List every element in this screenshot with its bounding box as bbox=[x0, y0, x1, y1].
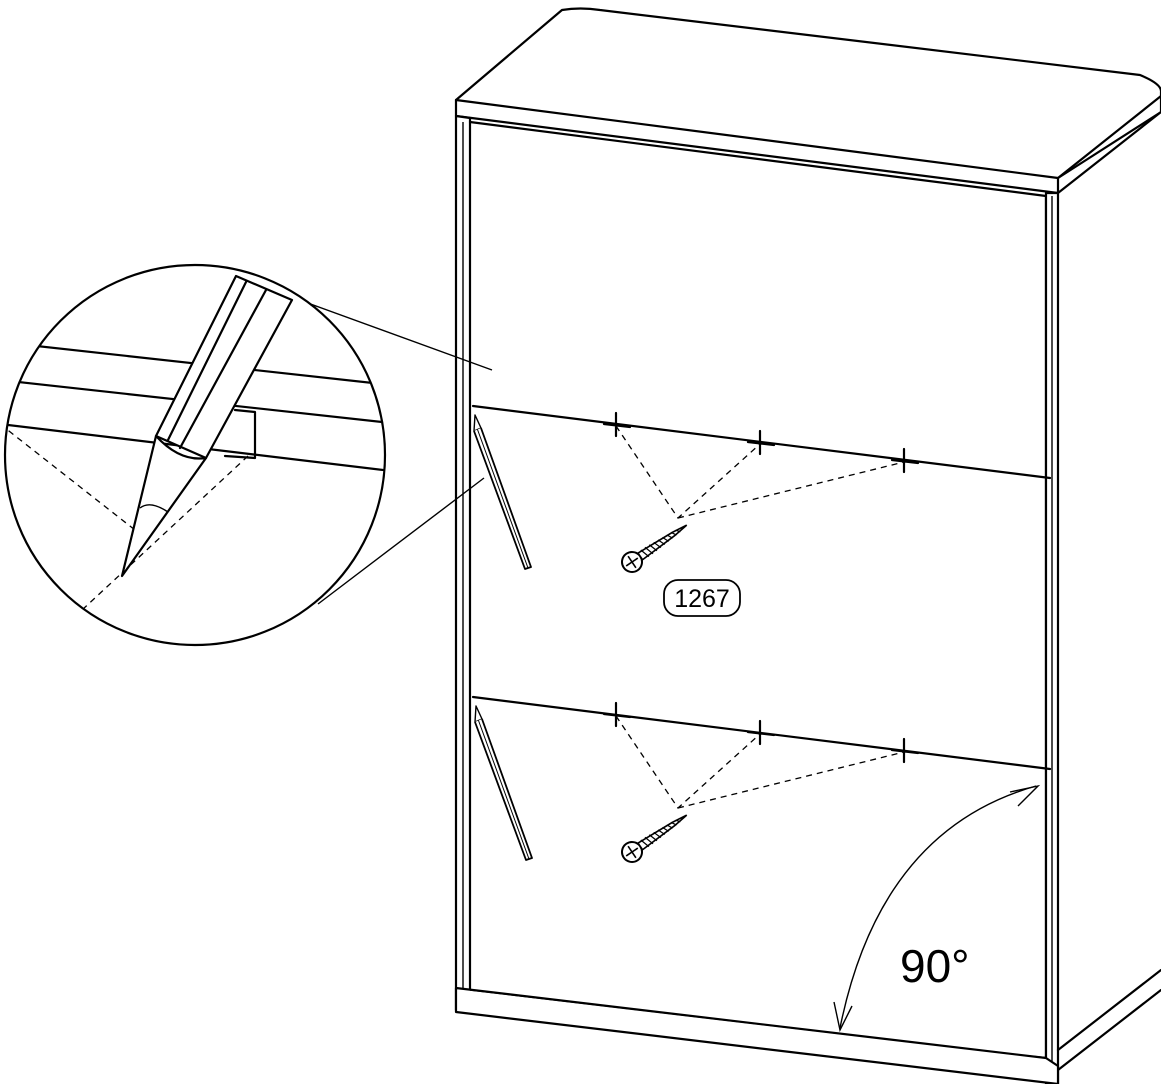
cabinet-top-panel bbox=[454, 7, 1161, 195]
part-number-callout: 1267 bbox=[663, 579, 741, 617]
lower-drill-marks bbox=[602, 701, 920, 764]
pencil-icon bbox=[473, 414, 532, 570]
marking-lines bbox=[471, 404, 1052, 771]
cabinet bbox=[454, 7, 1161, 1086]
cabinet-right-side bbox=[1056, 110, 1161, 1072]
right-angle-indicator: 90° bbox=[833, 784, 1041, 1033]
screw-icon bbox=[617, 515, 694, 577]
cabinet-bottom-panel bbox=[454, 986, 1060, 1086]
part-number-label: 1267 bbox=[674, 585, 730, 613]
pencil-icon bbox=[474, 705, 533, 861]
screw-icon bbox=[617, 805, 694, 867]
angle-label: 90° bbox=[900, 940, 970, 992]
upper-drill-marks bbox=[602, 411, 920, 474]
back-panel bbox=[468, 120, 1048, 1060]
lower-guide-lines bbox=[615, 715, 905, 809]
detail-magnifier-icon bbox=[3, 263, 387, 647]
upper-marking-line bbox=[471, 404, 1052, 480]
upper-guide-lines bbox=[615, 425, 905, 519]
